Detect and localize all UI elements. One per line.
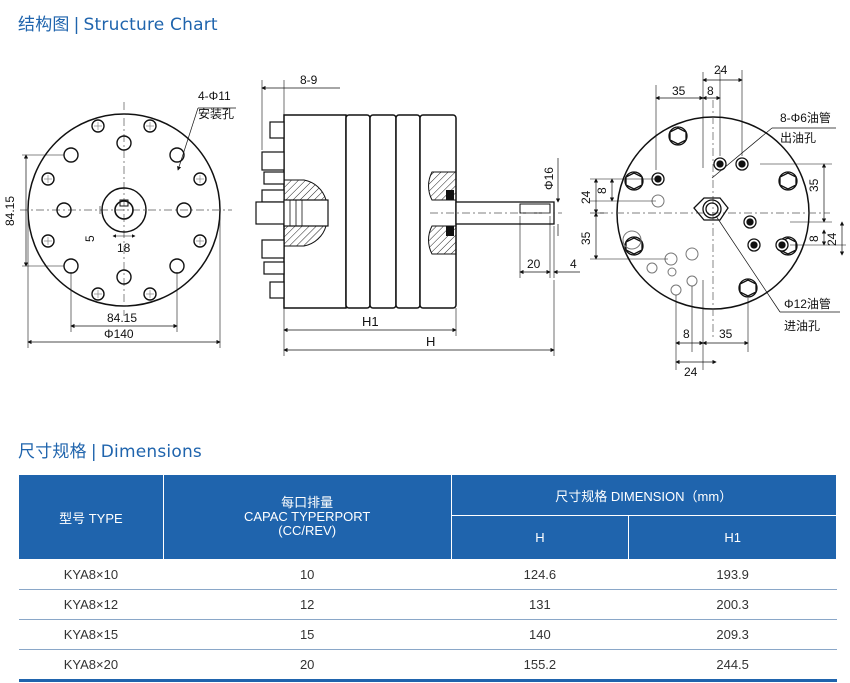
key-width-dim: 5 <box>83 235 97 242</box>
dim-24-left: 24 <box>579 190 593 204</box>
cell-type: KYA8×12 <box>18 589 164 620</box>
dim-8-right-a: 8 <box>807 235 821 242</box>
cell-capac: 20 <box>163 649 451 682</box>
structure-drawing: 4-Φ11 安装孔 84.15 5 18 84.15 Φ140 <box>3 63 846 379</box>
key-len-dim: 4 <box>570 257 577 271</box>
cell-h: 131 <box>451 589 629 620</box>
title-divider: | <box>73 15 80 35</box>
dimensions-title-en: Dimensions <box>100 442 202 462</box>
table-row: KYA8×12 12 131 200.3 <box>18 589 837 620</box>
shaft-dia-dim: Φ16 <box>542 167 556 190</box>
cell-type: KYA8×20 <box>18 649 164 682</box>
dim-35-left: 35 <box>579 231 593 245</box>
dim-24-top: 24 <box>714 63 728 77</box>
structure-title-en: Structure Chart <box>83 15 218 35</box>
dim-24-bottom: 24 <box>684 365 698 379</box>
dimensions-title: 尺寸规格|Dimensions <box>18 437 202 462</box>
header-capac-unit: (CC/REV) <box>278 523 337 538</box>
dimensions-title-cn: 尺寸规格 <box>18 442 87 462</box>
table-row: KYA8×10 10 124.6 193.9 <box>18 559 837 590</box>
front-width-dim: 84.15 <box>107 311 137 325</box>
dim-8-top: 8 <box>707 84 714 98</box>
holes-label-cn: 安装孔 <box>198 106 234 121</box>
cell-type: KYA8×15 <box>18 619 164 650</box>
dim-8-bottom: 8 <box>683 327 690 341</box>
cell-h1: 244.5 <box>628 649 837 682</box>
shaft-dim: 18 <box>117 241 131 255</box>
header-h: H <box>450 515 630 560</box>
cell-h1: 209.3 <box>628 619 837 650</box>
holes-label: 4-Φ11 <box>198 89 231 103</box>
cell-h: 124.6 <box>451 559 629 590</box>
cell-capac: 12 <box>163 589 451 620</box>
cell-capac: 15 <box>163 619 451 650</box>
title-divider: | <box>90 442 97 462</box>
table-row: KYA8×20 20 155.2 244.5 <box>18 649 837 682</box>
flange-dim: 8-9 <box>300 73 318 87</box>
structure-title-cn: 结构图 <box>18 15 70 35</box>
header-capac-en: CAPAC TYPERPORT <box>243 509 371 524</box>
outlet-label: 8-Φ6油管 <box>780 110 831 125</box>
cell-h: 155.2 <box>451 649 629 682</box>
cell-h: 140 <box>451 619 629 650</box>
h1-label: H1 <box>362 314 379 329</box>
table-row: KYA8×15 15 140 209.3 <box>18 619 837 650</box>
header-type: 型号 TYPE <box>18 474 164 560</box>
front-view: 4-Φ11 安装孔 84.15 5 18 84.15 Φ140 <box>3 89 236 348</box>
rear-view: 24 35 8 8-Φ6油管 出油孔 35 8 24 24 8 35 Φ12油管… <box>579 63 846 379</box>
h-label: H <box>426 334 435 349</box>
dim-35-top: 35 <box>672 84 686 98</box>
cell-capac: 10 <box>163 559 451 590</box>
header-capac-cn: 每口排量 <box>281 495 334 510</box>
header-capac: 每口排量 CAPAC TYPERPORT (CC/REV) <box>162 474 452 560</box>
header-dimension: 尺寸规格 DIMENSION（mm） <box>450 474 837 516</box>
side-view: 8-9 Φ16 20 4 H1 H <box>255 73 580 356</box>
cell-type: KYA8×10 <box>18 559 164 590</box>
dim-24-right: 24 <box>825 232 839 246</box>
cell-h1: 193.9 <box>628 559 837 590</box>
shaft-len-dim: 20 <box>527 257 541 271</box>
dim-35-bottom: 35 <box>719 327 733 341</box>
inlet-label-cn: 进油孔 <box>784 319 820 333</box>
diameter-dim: Φ140 <box>104 327 134 341</box>
inlet-label: Φ12油管 <box>784 296 831 311</box>
cell-h1: 200.3 <box>628 589 837 620</box>
dimensions-table: 型号 TYPE 每口排量 CAPAC TYPERPORT (CC/REV) 尺寸… <box>18 474 837 682</box>
front-height-dim: 84.15 <box>3 196 17 226</box>
dim-8-left: 8 <box>595 187 609 194</box>
dim-35-right: 35 <box>807 178 821 192</box>
header-h1: H1 <box>628 515 837 560</box>
outlet-label-cn: 出油孔 <box>780 131 816 145</box>
structure-chart-title: 结构图|Structure Chart <box>18 10 218 35</box>
